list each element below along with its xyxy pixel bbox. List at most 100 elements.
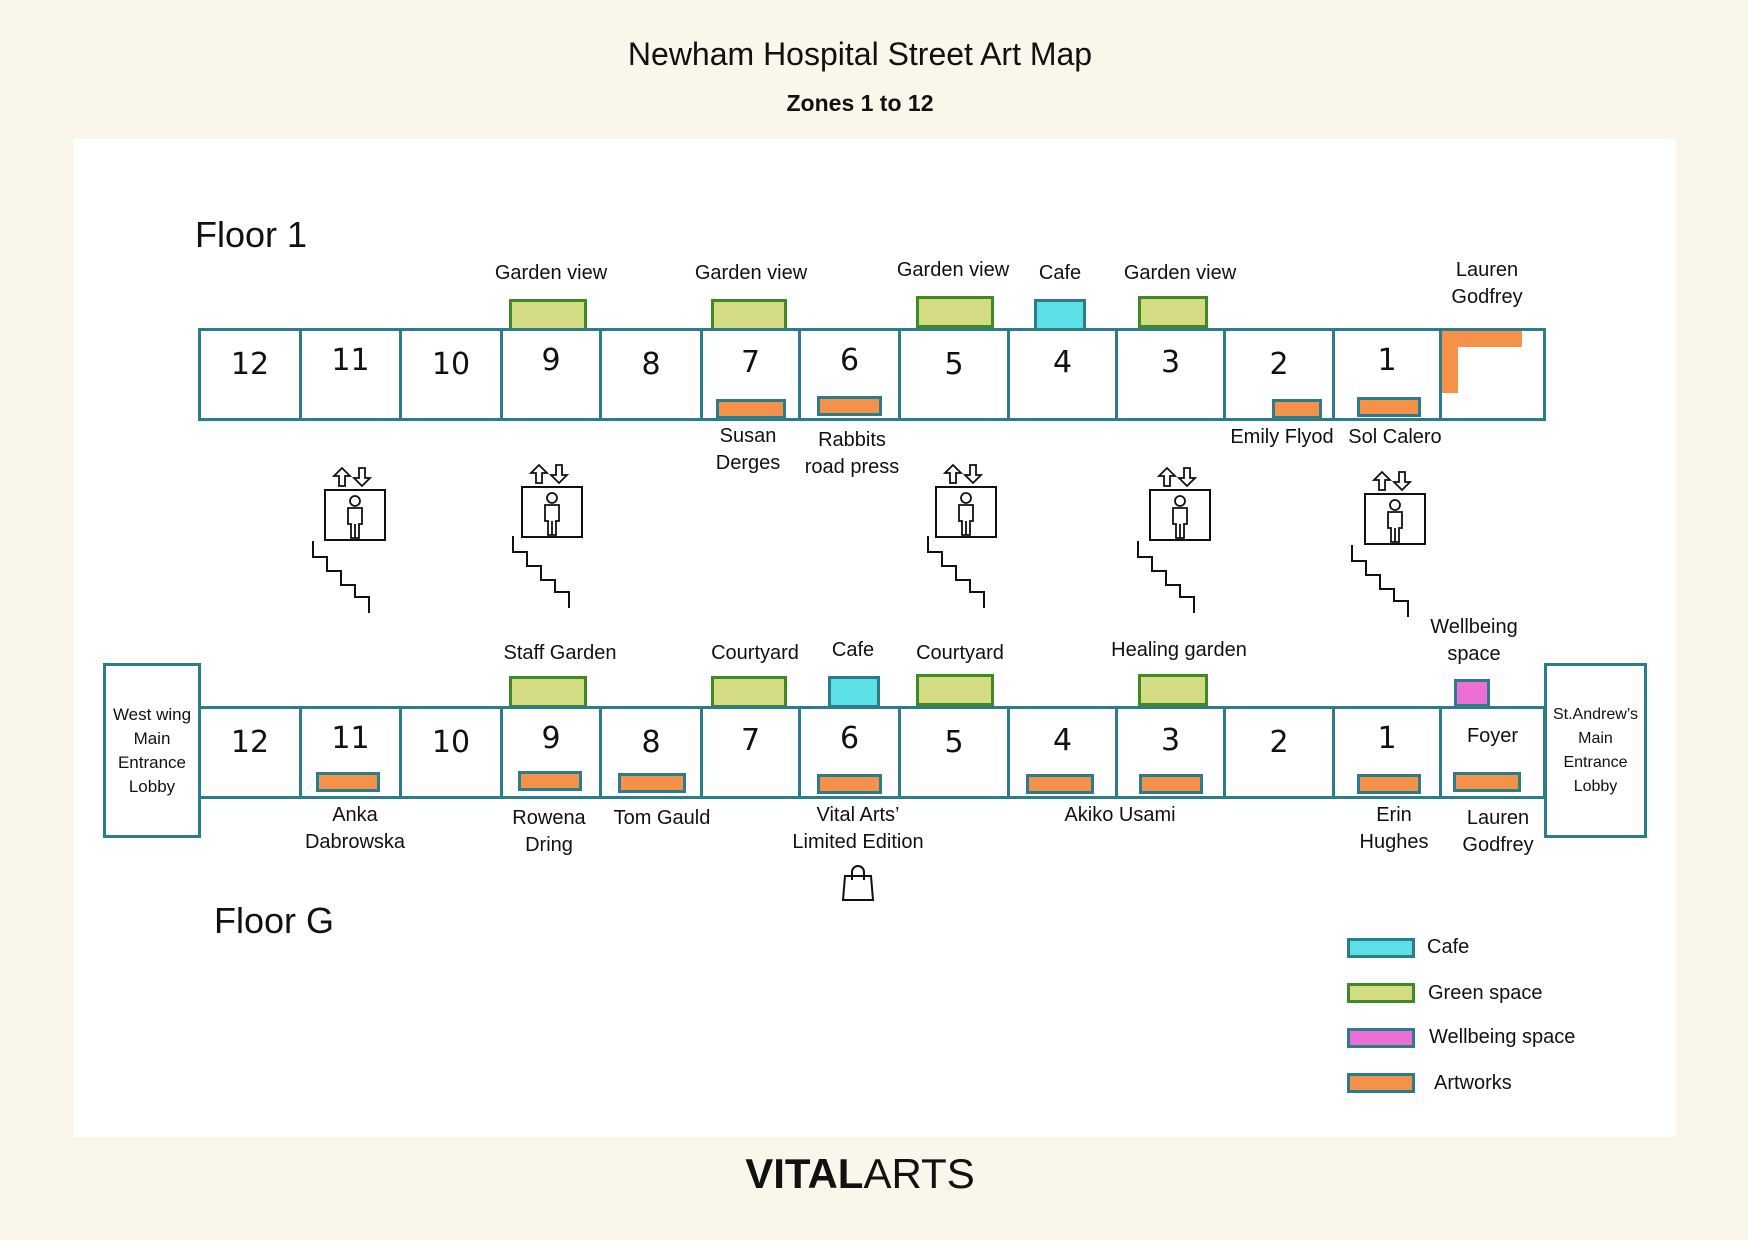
floor1-zone-8[interactable]: 8 <box>602 331 703 418</box>
floor1-end-room[interactable] <box>1442 331 1543 418</box>
legend-wellbeing-swatch <box>1347 1028 1415 1048</box>
west-wing-lobby[interactable]: West wing Main Entrance Lobby <box>103 663 201 838</box>
floorG-wellbeing-label: Wellbeing space <box>1430 616 1518 665</box>
logo-light-part: ARTS <box>863 1150 975 1197</box>
floorG-zone-4[interactable]: 4 <box>1010 709 1118 796</box>
floor1-zone-6[interactable]: 6 <box>801 331 901 418</box>
floorG-zone-10[interactable]: 10 <box>402 709 503 796</box>
zone-number: 1 <box>1377 343 1397 378</box>
zone-number: 1 <box>1377 721 1397 756</box>
lift-icon <box>324 466 386 541</box>
stairs-icon <box>312 541 370 613</box>
floorG-zone-9[interactable]: 9 <box>503 709 602 796</box>
zone-number: 3 <box>1160 723 1181 758</box>
floorG-tom-gauld-label: Tom Gauld <box>613 807 711 829</box>
shopping-bag-icon <box>841 865 875 901</box>
zone-number: 9 <box>541 721 561 756</box>
floorG-courtyard-5-label: Courtyard <box>916 642 1004 664</box>
legend-green-swatch <box>1347 983 1415 1003</box>
zone-number: 2 <box>1269 725 1289 760</box>
floor1-garden-view-9 <box>509 299 587 331</box>
floor1-emily-flyod-label: Emily Flyod <box>1230 426 1334 448</box>
zone-number: 5 <box>944 347 964 382</box>
floor1-zone-12[interactable]: 12 <box>201 331 302 418</box>
floorG-artwork-foyer[interactable] <box>1453 772 1521 792</box>
floorG-staff-garden <box>509 676 587 708</box>
zone-number: 11 <box>331 343 370 378</box>
zone-number: 8 <box>641 725 661 760</box>
floorG-zone-1[interactable]: 1 <box>1335 709 1442 796</box>
vital-arts-logo: VITALARTS <box>0 1150 1720 1198</box>
floorG-artwork-11[interactable] <box>316 772 380 792</box>
legend-cafe-label: Cafe <box>1427 936 1470 958</box>
floorG-zone-12[interactable]: 12 <box>201 709 302 796</box>
legend-artworks-swatch <box>1347 1073 1415 1093</box>
lift-icon <box>1149 466 1211 541</box>
zone-number: 7 <box>740 723 761 758</box>
floor1-garden-view-3-label: Garden view <box>1123 262 1237 284</box>
floor1-zone-11[interactable]: 11 <box>302 331 402 418</box>
floorG-zone-5[interactable]: 5 <box>901 709 1010 796</box>
floorG-artwork-8[interactable] <box>618 773 686 793</box>
floorG-foyer[interactable]: Foyer <box>1442 709 1543 796</box>
floor1-garden-view-3 <box>1138 296 1208 328</box>
zone-number: 7 <box>740 345 761 380</box>
zone-number: 9 <box>541 343 561 378</box>
st-andrews-lobby[interactable]: St.Andrew’s Main Entrance Lobby <box>1544 663 1647 838</box>
floorG-courtyard-7-label: Courtyard <box>711 642 799 664</box>
zone-number: 10 <box>431 725 471 760</box>
floorG-courtyard-5 <box>916 674 994 706</box>
floor1-garden-view-7 <box>711 299 787 331</box>
floor1-lauren-godfrey-label: Lauren Godfrey <box>1451 259 1523 308</box>
floor1-artwork-6[interactable] <box>817 396 882 416</box>
zone-number: 8 <box>641 347 661 382</box>
floorG-zone-6[interactable]: 6 <box>801 709 901 796</box>
floorG-healing-garden-label: Healing garden <box>1111 639 1247 661</box>
floorG-artwork-4[interactable] <box>1026 774 1094 794</box>
floor1-rabbits-road-press-label: Rabbits road press <box>804 429 900 478</box>
floor1-sol-calero-label: Sol Calero <box>1348 426 1442 448</box>
floor1-zone-7[interactable]: 7 <box>703 331 801 418</box>
floor1-zone-2[interactable]: 2 <box>1226 331 1335 418</box>
zone-number: 10 <box>431 347 471 382</box>
legend-artworks-label: Artworks <box>1434 1072 1512 1094</box>
zone-number: 11 <box>331 721 370 756</box>
floor1-garden-view-5-label: Garden view <box>896 259 1010 281</box>
floorG-lauren-godfrey-label: Lauren Godfrey <box>1462 807 1534 856</box>
floorG-cafe-label: Cafe <box>831 639 875 661</box>
floorG-erin-hughes-label: Erin Hughes <box>1359 804 1429 853</box>
floorG-artwork-6[interactable] <box>817 774 882 794</box>
logo-bold-part: VITAL <box>745 1150 864 1197</box>
floorG-anka-dabrowska-label: Anka Dabrowska <box>304 804 406 853</box>
floorG-zone-8[interactable]: 8 <box>602 709 703 796</box>
floor-g-label: Floor G <box>214 900 335 941</box>
floor1-zone-4[interactable]: 4 <box>1010 331 1118 418</box>
floorG-zone-3[interactable]: 3 <box>1118 709 1226 796</box>
floor1-zone-5[interactable]: 5 <box>901 331 1010 418</box>
floor1-zone-3[interactable]: 3 <box>1118 331 1226 418</box>
floor1-artwork-1[interactable] <box>1357 397 1421 417</box>
lift-icon <box>935 463 997 538</box>
lift-icon <box>1364 470 1426 545</box>
floor1-cafe-label: Cafe <box>1038 262 1082 284</box>
floorG-zone-7[interactable]: 7 <box>703 709 801 796</box>
floorG-artwork-3[interactable] <box>1139 774 1203 794</box>
floorG-zone-11[interactable]: 11 <box>302 709 402 796</box>
lift-icon <box>521 463 583 538</box>
floor-1-label: Floor 1 <box>195 214 308 255</box>
floor1-artwork-7[interactable] <box>716 399 786 419</box>
floorG-artwork-1[interactable] <box>1357 774 1421 794</box>
floorG-zone-2[interactable]: 2 <box>1226 709 1335 796</box>
floor1-artwork-2[interactable] <box>1272 399 1322 419</box>
legend-green-label: Green space <box>1428 982 1543 1004</box>
zone-number: 4 <box>1052 345 1073 380</box>
map-title: Newham Hospital Street Art Map <box>627 36 1093 72</box>
floorG-artwork-9[interactable] <box>518 771 582 791</box>
floor1-zone-9[interactable]: 9 <box>503 331 602 418</box>
floor1-garden-view-9-label: Garden view <box>494 262 608 284</box>
floor1-zone-1[interactable]: 1 <box>1335 331 1442 418</box>
stairs-icon <box>1351 545 1409 617</box>
zone-number: 4 <box>1052 723 1073 758</box>
floor1-zone-10[interactable]: 10 <box>402 331 503 418</box>
floor1-garden-view-7-label: Garden view <box>694 262 808 284</box>
